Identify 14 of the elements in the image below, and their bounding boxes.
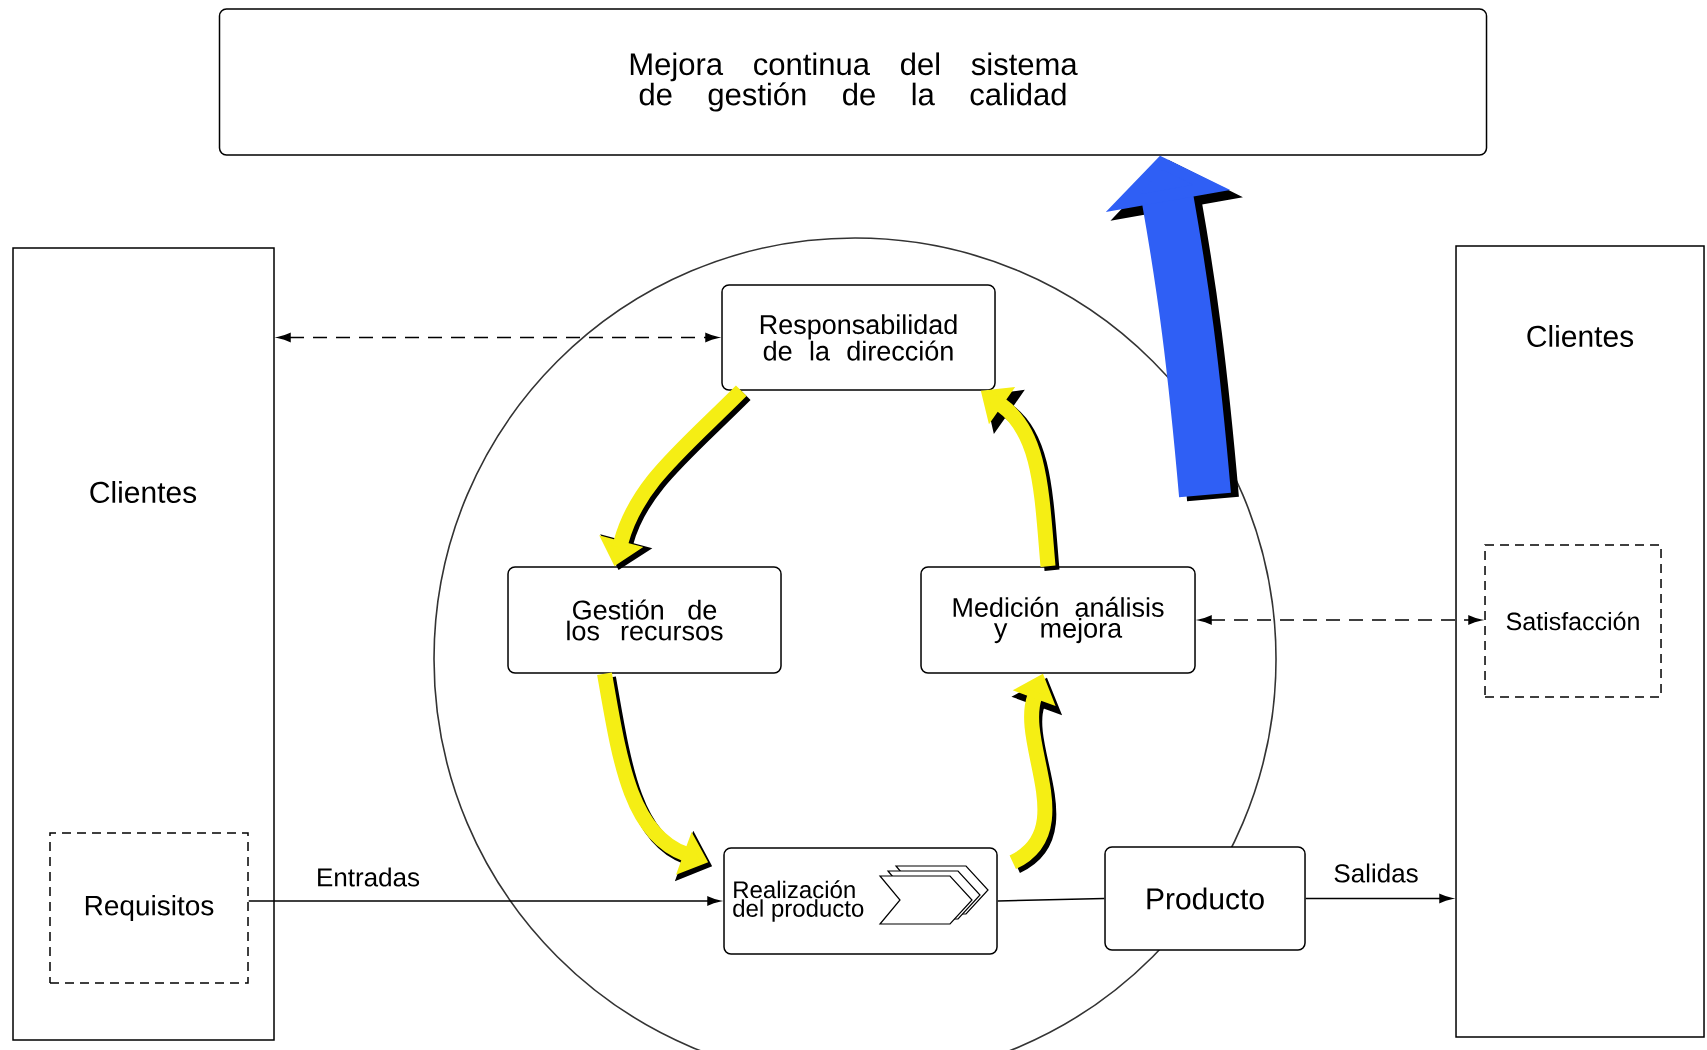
dashed-arrow	[1198, 615, 1482, 625]
process-box: Producto	[1104, 846, 1306, 951]
title-box: Mejora continua del sistema de gestión de la calidad	[218, 8, 1488, 156]
process-box: Medición análisis y mejora	[920, 566, 1196, 674]
process-box: Responsabilidad de la dirección	[721, 284, 996, 391]
arrow	[1305, 893, 1453, 904]
requirements-box: Requisitos	[49, 832, 249, 984]
edge-label: Salidas	[1331, 861, 1421, 885]
dashed-arrow	[277, 332, 719, 343]
process-box: Gestión de los recursos	[507, 566, 782, 674]
arrow	[248, 896, 721, 906]
edge-label: Entradas	[314, 865, 423, 889]
connector-line	[997, 897, 1105, 902]
satisfaction-box: Satisfacción	[1484, 544, 1662, 698]
